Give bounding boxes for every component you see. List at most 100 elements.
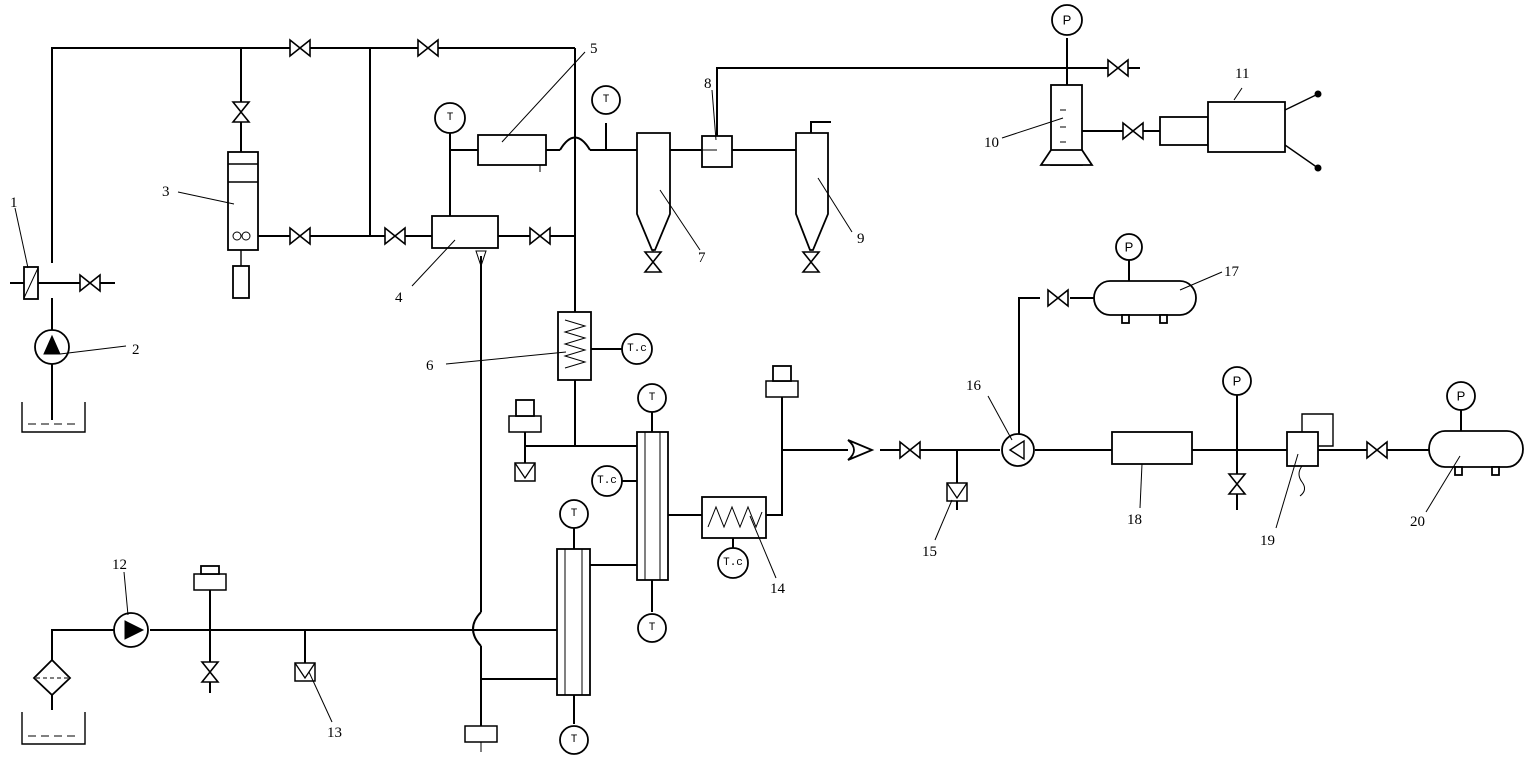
gauge-label: T xyxy=(447,112,454,124)
valve xyxy=(384,227,406,245)
non-return-valve xyxy=(847,439,875,461)
label-18: 18 xyxy=(1127,512,1142,528)
relief-tank-cap xyxy=(515,399,535,417)
regulator-19 xyxy=(1286,431,1319,497)
number-labels: 1 2 3 4 5 6 7 8 9 10 11 12 13 14 15 16 1… xyxy=(10,41,1425,741)
relief-tank-cap xyxy=(772,365,792,382)
gauge-label: T xyxy=(649,622,656,634)
valve xyxy=(1366,441,1388,459)
relief-tank xyxy=(193,573,227,591)
compressor-16 xyxy=(1001,433,1035,467)
valve xyxy=(529,227,551,245)
label-11: 11 xyxy=(1235,66,1249,82)
valve xyxy=(1122,122,1144,140)
label-7: 7 xyxy=(698,250,706,266)
valve xyxy=(79,274,101,292)
pump-2 xyxy=(34,329,70,365)
vessel-10 xyxy=(1039,84,1094,166)
valve xyxy=(1228,473,1246,495)
label-2: 2 xyxy=(132,342,140,358)
pressure-gauge-icon xyxy=(1222,366,1252,396)
gauge-label: P xyxy=(1063,13,1072,28)
valve xyxy=(289,39,311,57)
separator-8 xyxy=(701,135,733,168)
relief-tank xyxy=(508,415,542,433)
label-9: 9 xyxy=(857,231,865,247)
label-3: 3 xyxy=(162,184,170,200)
pump-12 xyxy=(113,612,149,648)
label-16: 16 xyxy=(966,378,982,394)
label-15: 15 xyxy=(922,544,937,560)
valve xyxy=(232,101,250,123)
label-6: 6 xyxy=(426,358,434,374)
valve xyxy=(644,251,662,273)
label-1: 1 xyxy=(10,195,18,211)
check-valve xyxy=(514,462,536,482)
strainer xyxy=(32,658,72,697)
gauge-label: T.c xyxy=(597,475,617,487)
label-20: 20 xyxy=(1410,514,1425,530)
cyclone-9 xyxy=(795,132,829,251)
leader-lines xyxy=(14,51,1461,723)
thermocouple-icon xyxy=(591,465,623,497)
gauge-label: T xyxy=(649,392,656,404)
gauge-label: T.c xyxy=(723,557,743,569)
gauge-label: T xyxy=(571,508,578,520)
valve xyxy=(417,39,439,57)
thermocouple-icon xyxy=(717,547,749,579)
gauge-label: T.c xyxy=(627,343,647,355)
gauge-label: P xyxy=(1457,389,1466,404)
unit-11 xyxy=(1159,90,1322,172)
valve xyxy=(899,441,921,459)
relief-tank-cap xyxy=(200,565,220,575)
temperature-gauge-icon xyxy=(559,725,589,755)
heater-6 xyxy=(557,311,592,381)
thermocouple-icon xyxy=(621,333,653,365)
heat-exchanger-upper xyxy=(636,431,669,581)
relief-tank xyxy=(464,725,498,743)
receiver-20 xyxy=(1428,430,1524,476)
mixer-4 xyxy=(431,215,499,268)
cyclone-7 xyxy=(636,132,671,252)
label-17: 17 xyxy=(1224,264,1240,280)
label-5: 5 xyxy=(590,41,598,57)
temperature-gauge-icon xyxy=(637,613,667,643)
cooler-14 xyxy=(701,496,767,539)
temperature-gauge-icon xyxy=(637,383,667,413)
temperature-gauge-icon xyxy=(591,85,621,115)
heat-exchanger-lower xyxy=(556,548,591,696)
pressure-gauge-icon xyxy=(1051,4,1083,36)
label-10: 10 xyxy=(984,135,999,151)
check-valve-15 xyxy=(946,482,968,502)
label-13: 13 xyxy=(327,725,342,741)
filter-1 xyxy=(23,266,39,300)
valve xyxy=(1107,59,1129,77)
label-8: 8 xyxy=(704,76,712,92)
label-14: 14 xyxy=(770,581,786,597)
valve xyxy=(802,251,820,273)
label-12: 12 xyxy=(112,557,127,573)
heater-5 xyxy=(477,134,547,172)
receiver-17 xyxy=(1093,280,1197,324)
dryer-18 xyxy=(1111,431,1193,465)
label-19: 19 xyxy=(1260,533,1275,549)
stirred-vessel-3 xyxy=(227,151,259,299)
piping xyxy=(10,38,1462,726)
valve xyxy=(289,227,311,245)
gauge-label: P xyxy=(1233,374,1242,389)
valve xyxy=(1047,289,1069,307)
feed-tank-bottom xyxy=(21,712,86,745)
pressure-gauge-icon xyxy=(1446,381,1476,411)
gauge-label: T xyxy=(571,734,578,746)
gauge-label: P xyxy=(1125,240,1134,255)
relief-tank xyxy=(765,380,799,398)
temperature-gauge-icon xyxy=(559,499,589,529)
temperature-gauge-icon xyxy=(434,102,466,134)
pressure-gauge-icon xyxy=(1115,233,1143,261)
gauges: P P P P T T T T T T T.c T.c T.c xyxy=(434,4,1476,755)
valve xyxy=(201,661,219,683)
feed-tank-top xyxy=(21,402,86,433)
label-4: 4 xyxy=(395,290,403,306)
gauge-label: T xyxy=(603,94,610,106)
